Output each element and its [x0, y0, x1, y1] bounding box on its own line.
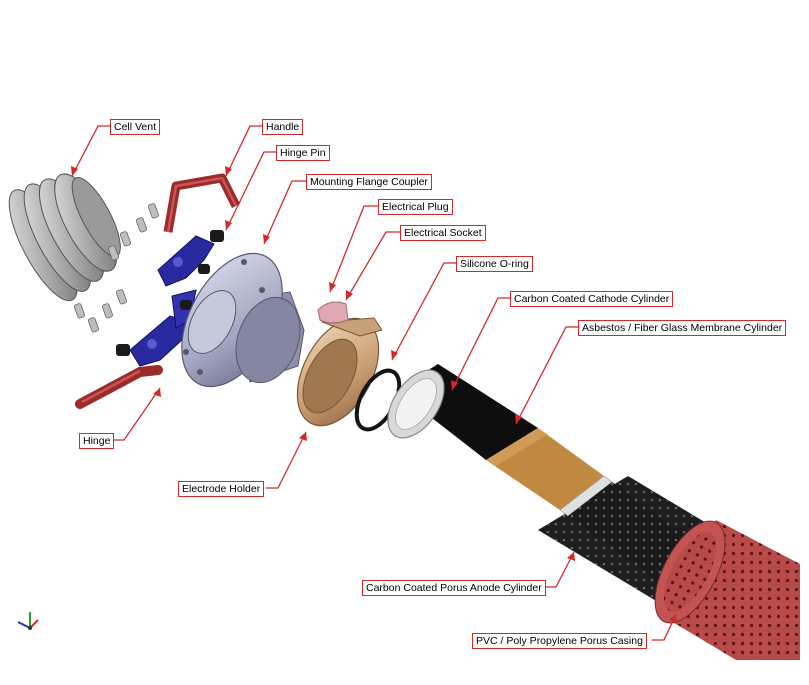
label-cell-vent: Cell Vent	[110, 119, 161, 135]
cell-vent-part	[8, 173, 121, 302]
label-casing: PVC / Poly Propylene Porus Casing	[472, 633, 647, 649]
label-hinge-pin: Hinge Pin	[276, 145, 330, 161]
screws-lower	[73, 289, 127, 333]
label-carbon-coated-cathode-cylinder: Carbon Coated Cathode Cylinder	[510, 291, 674, 307]
label-silicone-o-ring: Silicone O-ring	[456, 256, 533, 272]
leader-lines	[71, 125, 677, 641]
cylinder-assembly	[387, 364, 800, 660]
coordinate-triad-icon	[17, 612, 39, 630]
label-electrode-holder: Electrode Holder	[178, 481, 265, 497]
handle-part-upper	[163, 173, 241, 233]
leader-arrowheads	[71, 166, 677, 623]
mounting-flange-coupler-part	[181, 252, 305, 388]
label-mounting-flange-coupler: Mounting Flange Coupler	[306, 174, 432, 190]
hinge-part-upper	[157, 230, 224, 287]
label-electrical-socket: Electrical Socket	[400, 225, 486, 241]
label-hinge: Hinge	[79, 433, 115, 449]
electrical-plug-part	[317, 301, 349, 324]
label-membrane-cylinder: Asbestos / Fiber Glass Membrane Cylinder	[578, 320, 787, 336]
label-anode-cylinder: Carbon Coated Porus Anode Cylinder	[362, 580, 546, 596]
screws-upper	[107, 203, 159, 261]
label-electrical-plug: Electrical Plug	[378, 199, 453, 215]
handle-part-lower	[75, 365, 163, 409]
label-handle: Handle	[262, 119, 304, 135]
